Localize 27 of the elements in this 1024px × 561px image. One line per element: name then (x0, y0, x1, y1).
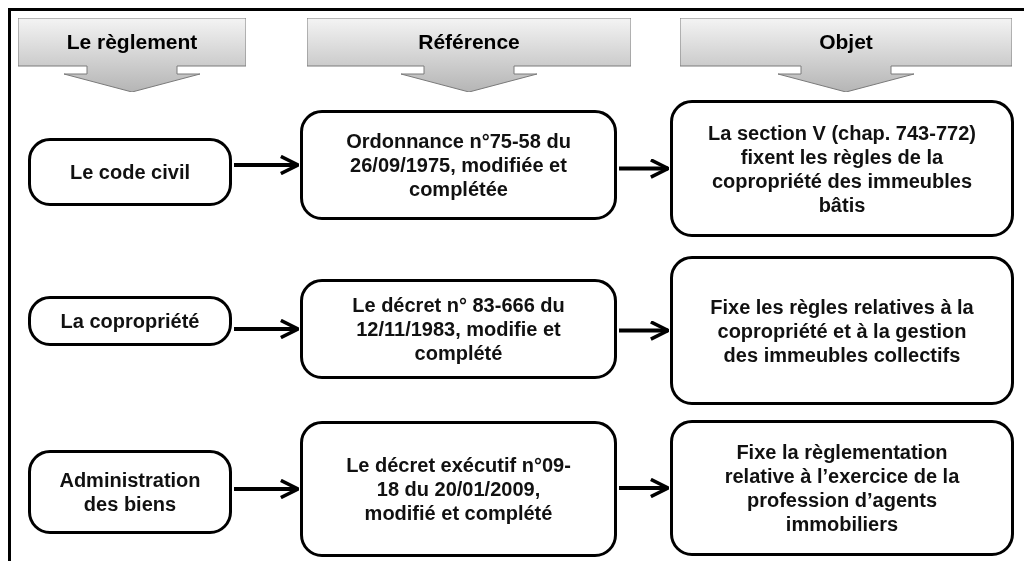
box-text: La section V (chap. 743-772) fixent les règles de la copropriété des immeubles bâtis (707, 120, 977, 217)
box-text: La copropriété (60, 309, 200, 333)
arrow (234, 318, 300, 340)
rounded-box (28, 296, 232, 346)
arrow (619, 320, 670, 341)
rounded-box (670, 420, 1014, 556)
box-text: Le décret n° 83-666 du 12/11/1983, modifie et complété (351, 293, 566, 365)
box-text: Le code civil (69, 160, 191, 184)
box-text: Le décret exécutif n°09-18 du 20/01/2009, modifié et complété (345, 453, 572, 525)
arrow (619, 158, 670, 179)
arrow (619, 477, 670, 499)
column-heading: Référence (418, 29, 520, 56)
rounded-box (28, 450, 232, 534)
rounded-box (300, 279, 617, 379)
box-text: Administration des biens (58, 468, 202, 516)
column-heading: Objet (819, 29, 873, 56)
box-text: Fixe les règles relatives à la copropriété et à la gestion des immeubles collectifs (709, 294, 975, 367)
rounded-box (28, 138, 232, 206)
arrow (234, 478, 300, 500)
box-text: Ordonnance n°75-58 du 26/09/1975, modifiée et complétée (345, 129, 572, 201)
column-heading: Le règlement (66, 29, 198, 56)
rounded-box (300, 110, 617, 220)
rounded-box (670, 256, 1014, 405)
arrow (234, 154, 300, 176)
box-text: Fixe la règlementation relative à l’exercice de la profession d’agents immobiliers (723, 440, 961, 536)
rounded-box (300, 421, 617, 557)
rounded-box (670, 100, 1014, 237)
